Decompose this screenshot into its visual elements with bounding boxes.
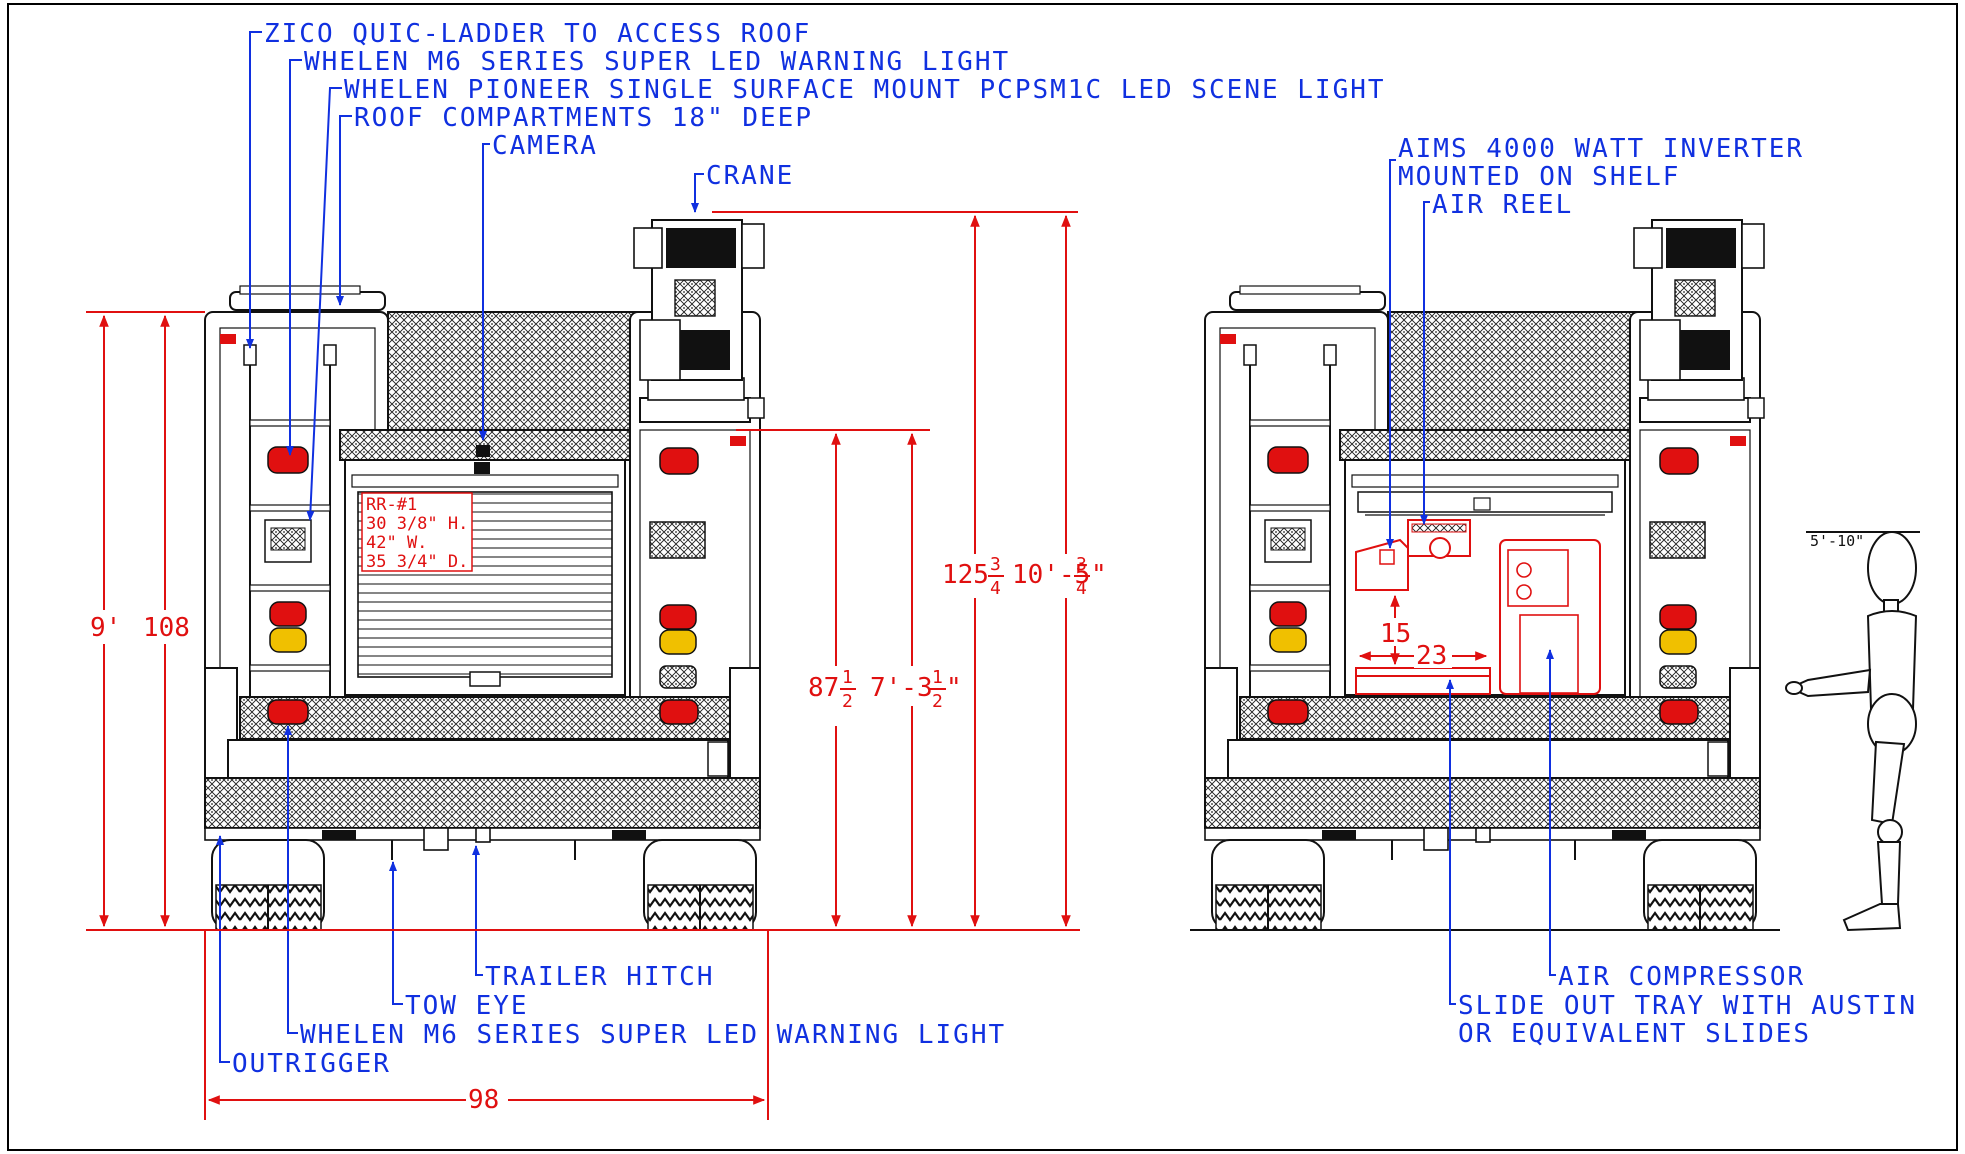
compartment-tag-line-4: 35 3/4" D.	[366, 552, 468, 572]
callout-crane: CRANE	[706, 161, 794, 191]
dim-comp-height-ft-inch-mark: "	[946, 673, 962, 703]
dim-tray-height: 15	[1380, 619, 1411, 649]
dim-height-in: 108	[143, 613, 190, 643]
compartment-tag-line-3: 42" W.	[366, 533, 427, 553]
callout-inverter-shelf: MOUNTED ON SHELF	[1398, 162, 1680, 192]
callout-whelen-pioneer: WHELEN PIONEER SINGLE SURFACE MOUNT PCPS…	[344, 75, 1386, 105]
dim-overall-in: 125	[942, 560, 989, 590]
dim-tray-width: 23	[1416, 641, 1447, 671]
right-callout-leaders	[1386, 159, 1556, 1005]
callout-whelen-m6-bottom: WHELEN M6 SERIES SUPER LED WARNING LIGHT	[300, 1020, 1006, 1050]
dim-overall-ft-frac-den: 4	[1076, 578, 1087, 599]
callout-slide-out-tray-2: OR EQUIVALENT SLIDES	[1458, 1019, 1811, 1049]
callout-trailer-hitch: TRAILER HITCH	[485, 962, 715, 992]
dim-width-in: 98	[468, 1085, 499, 1115]
callout-camera: CAMERA	[492, 131, 598, 161]
callout-air-reel: AIR REEL	[1432, 190, 1573, 220]
dim-comp-height-in: 87	[808, 673, 839, 703]
human-scale-figure	[1785, 531, 1920, 932]
callout-outrigger: OUTRIGGER	[232, 1049, 391, 1079]
compartment-tag-line-1: RR-#1	[366, 495, 417, 515]
callout-roof-compartments: ROOF COMPARTMENTS 18" DEEP	[354, 103, 813, 133]
right-compartment-equipment	[1355, 519, 1601, 695]
dim-overall-in-frac-num: 3	[990, 554, 1001, 575]
callout-zico-ladder: ZICO QUIC-LADDER TO ACCESS ROOF	[264, 19, 811, 49]
dim-overall-ft-frac-num: 3	[1076, 554, 1087, 575]
dim-comp-height-in-frac-num: 1	[842, 667, 853, 688]
dim-overall-ft-inch-mark: "	[1091, 560, 1107, 590]
callout-slide-out-tray: SLIDE OUT TRAY WITH AUSTIN	[1458, 991, 1917, 1021]
dim-person-height: 5'-10"	[1810, 532, 1864, 550]
compartment-tag: RR-#1 30 3/8" H. 42" W. 35 3/4" D.	[361, 492, 473, 572]
dim-comp-height-ft: 7'-3	[870, 673, 933, 703]
callout-air-compressor: AIR COMPRESSOR	[1558, 962, 1805, 992]
callout-inverter: AIMS 4000 WATT INVERTER	[1398, 134, 1804, 164]
compartment-tag-line-2: 30 3/8" H.	[366, 514, 468, 534]
left-truck-rear-view	[204, 219, 765, 931]
left-callout-leaders	[216, 31, 704, 1063]
dim-comp-height-in-frac-den: 2	[842, 691, 853, 712]
right-truck-rear-view	[1190, 219, 1780, 931]
dim-comp-height-ft-frac-den: 2	[932, 691, 943, 712]
callout-whelen-m6-top: WHELEN M6 SERIES SUPER LED WARNING LIGHT	[304, 47, 1010, 77]
callout-tow-eye: TOW EYE	[405, 991, 529, 1021]
dim-comp-height-ft-frac-num: 1	[932, 667, 943, 688]
dim-overall-in-frac-den: 4	[990, 578, 1001, 599]
dim-height-ft: 9'	[90, 613, 121, 643]
drawing-border	[7, 3, 1958, 1151]
crane-left	[633, 219, 765, 423]
crane-right	[1633, 219, 1765, 423]
